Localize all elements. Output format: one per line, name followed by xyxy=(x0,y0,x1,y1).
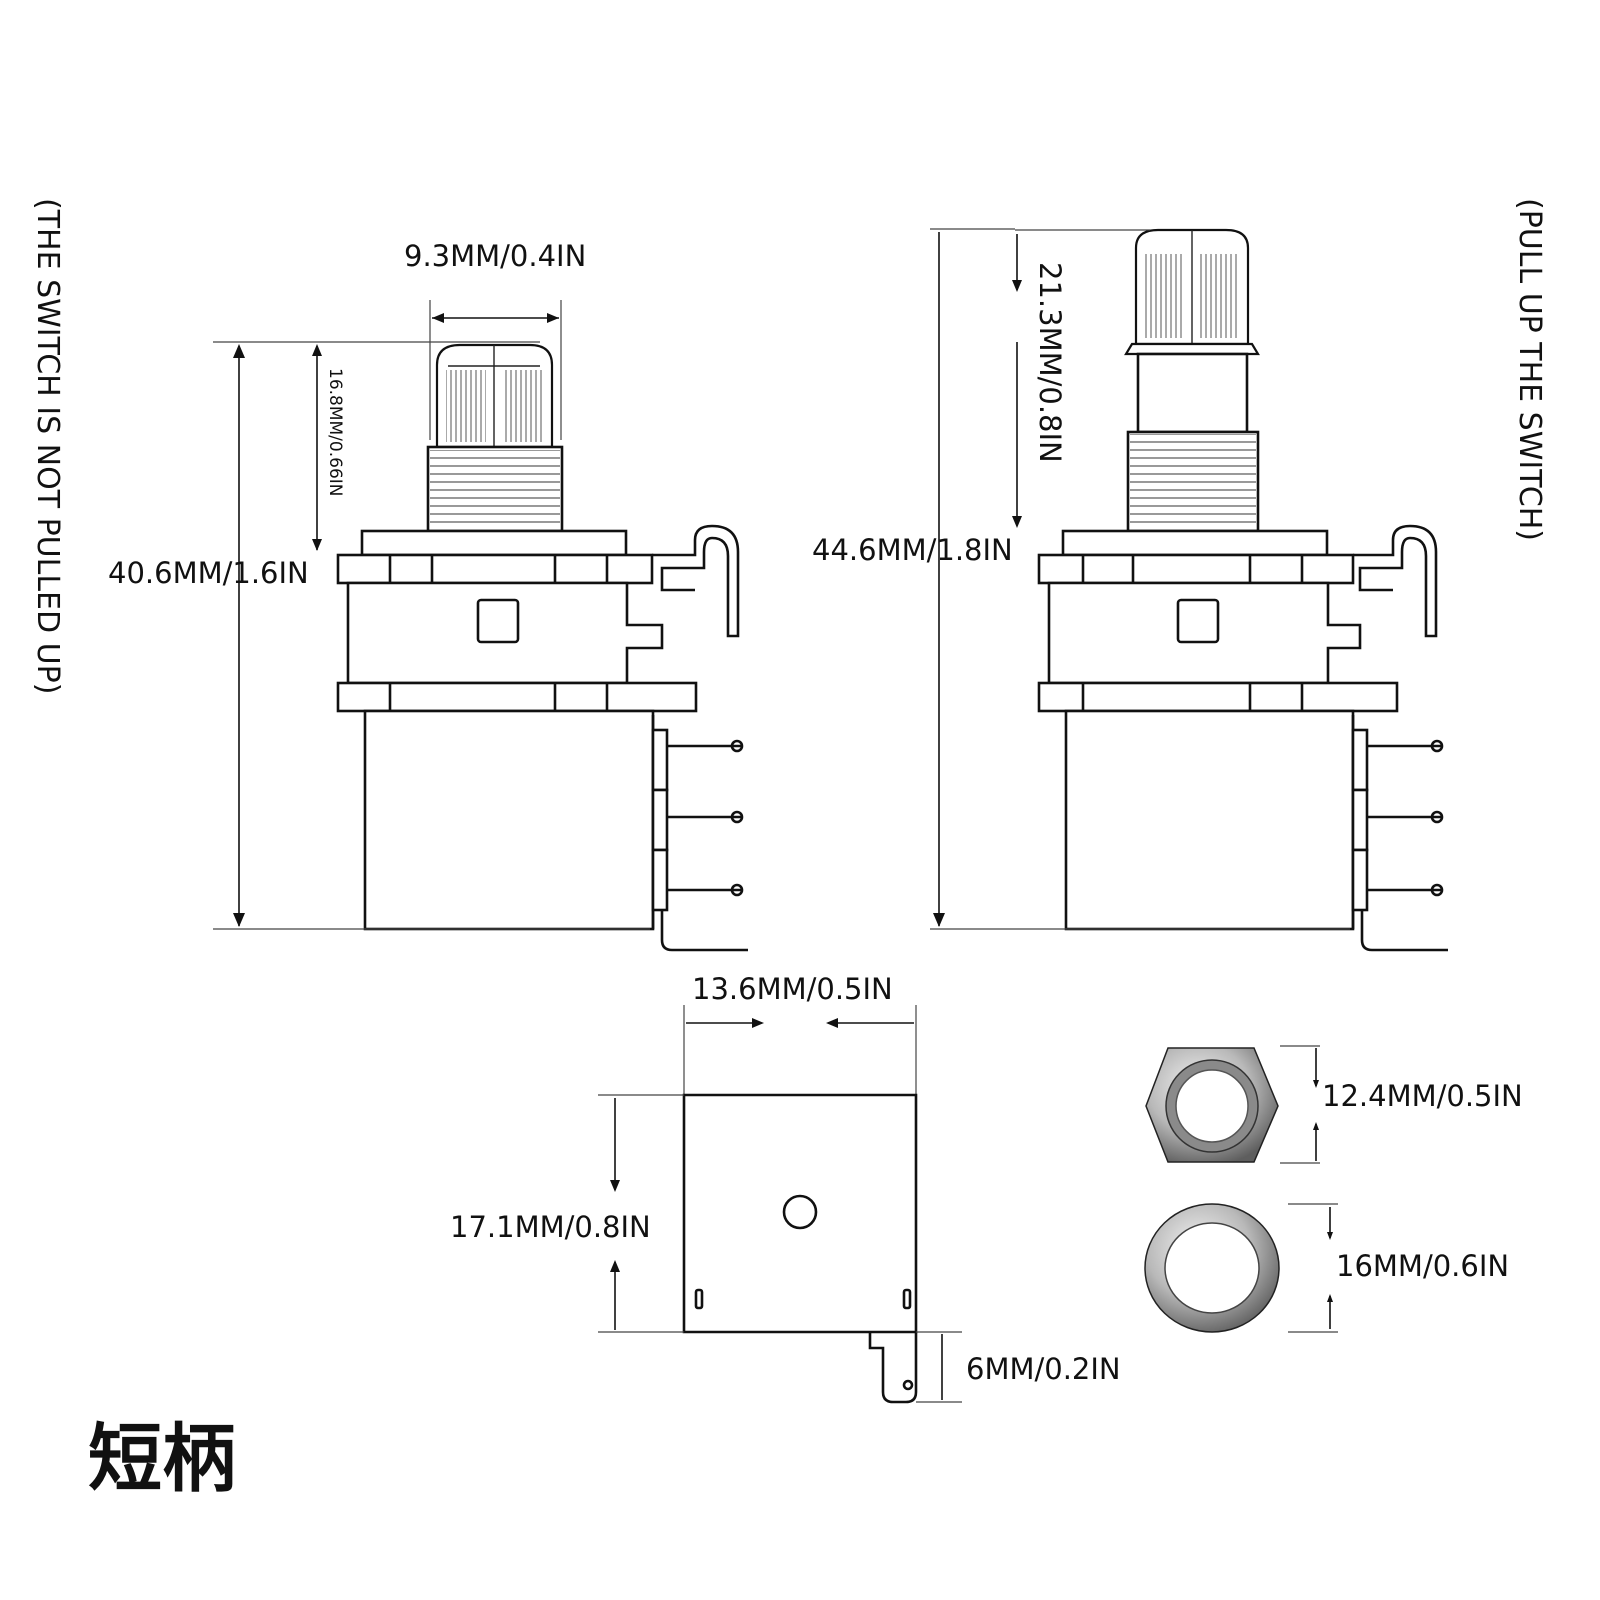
switch-housing-left xyxy=(346,581,664,685)
label-shaft-height-right: 21.3MM/0.8IN xyxy=(1033,262,1067,463)
dimension-total-height-right xyxy=(930,228,1350,930)
label-total-height-left: 40.6MM/1.6IN xyxy=(108,556,309,590)
side-body xyxy=(682,1093,918,1404)
dimension-shaft-height-right xyxy=(1012,229,1150,528)
washer xyxy=(1144,1203,1338,1333)
upper-flange-left xyxy=(336,553,654,585)
dimension-lug-height xyxy=(916,1331,962,1403)
dimension-body-width xyxy=(683,1005,917,1095)
upper-flange-right xyxy=(1037,553,1355,585)
dimension-body-height xyxy=(598,1094,684,1333)
label-lug-height: 6MM/0.2IN xyxy=(966,1352,1121,1386)
switch-base-right xyxy=(1064,709,1448,952)
label-body-height: 17.1MM/0.8IN xyxy=(450,1210,651,1244)
mounting-plate-right xyxy=(1061,529,1329,557)
threaded-bushing-right xyxy=(1126,430,1260,533)
switch-housing-right xyxy=(1047,581,1362,685)
hex-nut xyxy=(1145,1045,1320,1164)
threaded-bushing-left xyxy=(426,445,564,533)
switch-right-pulled xyxy=(930,228,1448,952)
label-pulled-state: (PULL UP THE SWITCH) xyxy=(1512,198,1547,541)
label-body-width: 13.6MM/0.5IN xyxy=(692,972,893,1006)
label-washer-size: 16MM/0.6IN xyxy=(1336,1249,1509,1283)
dimension-shaft-height-left xyxy=(312,341,540,551)
label-knob-width: 9.3MM/0.4IN xyxy=(404,239,586,273)
switch-left-not-pulled xyxy=(213,300,748,952)
dimension-total-height-left xyxy=(213,341,650,930)
mounting-plate-left xyxy=(360,529,628,557)
label-nut-size: 12.4MM/0.5IN xyxy=(1322,1079,1523,1113)
hook-terminal-left xyxy=(652,524,740,638)
knob-left xyxy=(435,343,554,449)
knob-right xyxy=(1124,228,1260,356)
switch-side-view xyxy=(598,1005,962,1404)
dimension-knob-width xyxy=(429,300,562,440)
label-total-height-right: 44.6MM/1.8IN xyxy=(812,533,1013,567)
switch-base-left xyxy=(363,709,748,952)
hook-terminal-right xyxy=(1353,524,1438,638)
shaft-right xyxy=(1136,352,1249,434)
label-shaft-height-left: 16.8MM/0.66IN xyxy=(325,368,345,497)
label-handle-type: 短柄 xyxy=(88,1416,236,1502)
label-not-pulled-state: (THE SWITCH IS NOT PULLED UP) xyxy=(30,198,65,694)
